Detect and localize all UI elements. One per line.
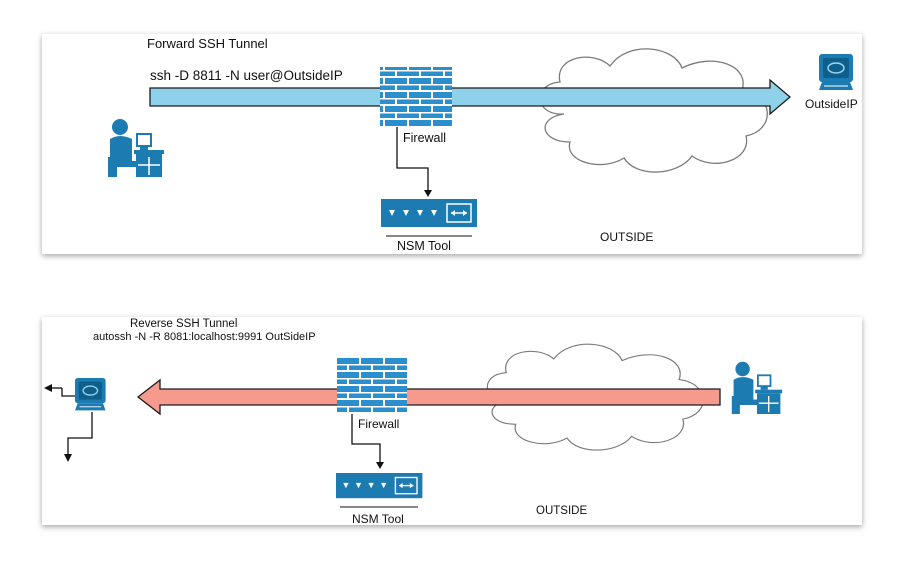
reverse-title: Reverse SSH Tunnel bbox=[130, 318, 237, 330]
reverse-command: autossh -N -R 8081:localhost:9991 OutSid… bbox=[93, 331, 316, 343]
computer-monitor-icon bbox=[74, 377, 107, 412]
network-switch-icon bbox=[335, 472, 424, 499]
outbound-arrowhead-left bbox=[44, 384, 52, 392]
outbound-line bbox=[61, 388, 75, 397]
nsm-connector-line bbox=[396, 127, 429, 192]
downstream-arrowhead bbox=[64, 454, 72, 462]
reverse-panel-frame bbox=[42, 317, 862, 525]
computer-monitor-icon bbox=[818, 53, 854, 91]
firewall-icon bbox=[337, 358, 407, 414]
firewall-icon bbox=[380, 67, 452, 127]
forward-outside-label: OUTSIDE bbox=[600, 230, 653, 244]
forward-panel: Forward SSH Tunnel ssh -D 8811 -N user@O… bbox=[42, 34, 862, 254]
reverse-outside-label: OUTSIDE bbox=[536, 505, 587, 517]
nsm-connector-arrowhead bbox=[376, 462, 384, 469]
network-switch-icon bbox=[380, 198, 478, 228]
forward-command: ssh -D 8811 -N user@OutsideIP bbox=[150, 68, 343, 83]
forward-title: Forward SSH Tunnel bbox=[147, 36, 268, 51]
outside-ip-label: OutsideIP bbox=[805, 97, 858, 111]
reverse-tunnel-arrow bbox=[136, 378, 721, 416]
cloud-icon bbox=[539, 48, 768, 173]
reverse-firewall-label: Firewall bbox=[358, 417, 399, 431]
reverse-panel: Reverse SSH Tunnel autossh -N -R 8081:lo… bbox=[42, 317, 862, 526]
forward-nsm-label: NSM Tool bbox=[397, 239, 451, 253]
reverse-nsm-label: NSM Tool bbox=[352, 512, 404, 526]
nsm-connector-line bbox=[351, 414, 381, 464]
forward-firewall-label: Firewall bbox=[403, 131, 446, 145]
downstream-line bbox=[67, 412, 93, 456]
forward-tunnel-arrow bbox=[149, 78, 792, 116]
nsm-connector-arrowhead bbox=[424, 190, 432, 197]
